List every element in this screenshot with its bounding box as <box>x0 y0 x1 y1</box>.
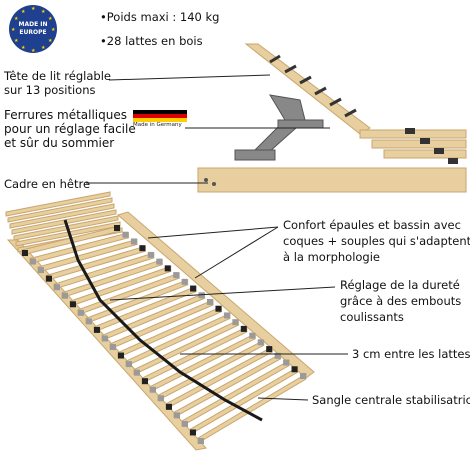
slat-end-cap <box>181 278 188 285</box>
slat-end-cap <box>291 366 298 373</box>
svg-text:★: ★ <box>48 16 53 22</box>
badge-line-2: EUROPE <box>19 29 47 36</box>
slat-end-cap <box>174 412 180 419</box>
slat-end-cap <box>86 318 92 325</box>
label-frame: Cadre en hêtre <box>4 177 91 191</box>
svg-text:★: ★ <box>21 45 26 51</box>
label-comfort-3: à la morphologie <box>283 250 380 264</box>
flag-caption: Made in Germany <box>133 122 182 128</box>
slat-end-cap <box>198 292 205 299</box>
label-comfort-1: Confort épaules et bassin avec <box>283 218 461 232</box>
made-in-europe-badge: ★★★ ★★★ ★★★ ★★★ MADE IN EUROPE <box>4 4 62 54</box>
slat-end-cap <box>62 292 68 299</box>
svg-text:★: ★ <box>48 38 53 44</box>
slat-end-cap <box>147 251 154 258</box>
svg-text:★: ★ <box>21 9 26 15</box>
slat-end-cap <box>232 319 239 326</box>
slat-end-cap <box>94 326 100 333</box>
slat-end-cap <box>134 369 140 376</box>
slat-end-cap <box>190 285 197 292</box>
svg-text:★: ★ <box>51 27 56 33</box>
slat-end-cap <box>142 378 148 385</box>
perspective-view <box>5 191 315 451</box>
label-slat-gap: 3 cm entre les lattes <box>352 347 470 361</box>
slat-end-cap <box>173 272 180 279</box>
slat-end-cap <box>38 267 44 274</box>
slat-end-cap <box>166 403 172 410</box>
head-slat <box>7 197 113 223</box>
slat-end-cap <box>54 284 60 291</box>
slat-end-cap <box>102 335 108 342</box>
svg-text:★: ★ <box>14 38 19 44</box>
slat-end-cap <box>110 344 116 350</box>
svg-text:★: ★ <box>41 45 46 51</box>
label-firmness-1: Réglage de la dureté <box>340 278 460 292</box>
head-slat <box>5 191 111 217</box>
headrest-caps <box>269 54 357 118</box>
slat-end-cap <box>139 245 146 252</box>
slat-end-cap <box>46 275 52 282</box>
label-strap: Sangle centrale stabilisatrice <box>312 393 470 407</box>
spec-slats: •28 lattes en bois <box>100 34 203 48</box>
label-fittings-3: et sûr du sommier <box>4 136 115 150</box>
callout-lines <box>86 74 348 401</box>
center-strap <box>63 219 263 422</box>
head-slat <box>9 203 115 229</box>
slat-end-cap <box>215 305 222 312</box>
slat-end-cap <box>257 339 264 346</box>
label-fittings-2: pour un réglage facile <box>4 122 136 136</box>
label-firmness-2: grâce à des embouts <box>340 294 462 308</box>
slat-end-cap <box>182 420 188 427</box>
label-headrest-2: sur 13 positions <box>4 83 96 97</box>
slat-end-cap <box>158 395 164 402</box>
badge-line-1: MADE IN <box>18 21 48 28</box>
head-slat <box>13 215 119 241</box>
slat-end-cap <box>283 359 290 366</box>
slat-end-cap <box>130 238 137 245</box>
slat-end-cap <box>164 265 171 272</box>
head-slats <box>5 191 123 253</box>
slat-end-cap <box>70 301 76 308</box>
svg-text:★: ★ <box>31 6 36 12</box>
slat-end-cap <box>118 352 124 359</box>
slat-end-cap <box>198 438 204 444</box>
made-in-germany-flag: Made in Germany <box>133 110 187 130</box>
svg-text:★: ★ <box>41 9 46 15</box>
slat-end-cap <box>300 373 306 379</box>
head-slat <box>11 209 117 235</box>
slat-end-cap <box>240 325 247 332</box>
slat-end-cap <box>150 386 156 393</box>
slat-end-cap <box>122 231 129 238</box>
svg-text:★: ★ <box>14 16 19 22</box>
slat-end-cap <box>156 258 163 265</box>
label-firmness-3: coulissants <box>340 310 404 324</box>
slat-end-cap <box>266 346 273 353</box>
spec-weight: •Poids maxi : 140 kg <box>100 10 220 24</box>
slat-end-cap <box>30 258 36 265</box>
slat-end-cap <box>114 225 120 231</box>
slat-end-cap <box>274 352 281 359</box>
slat-end-cap <box>223 312 230 319</box>
slat-end-cap <box>249 332 256 339</box>
side-view-frame <box>197 43 467 193</box>
svg-text:★: ★ <box>11 27 16 33</box>
label-headrest-1: Tête de lit réglable <box>4 69 111 83</box>
slat-end-cap <box>22 250 28 256</box>
label-fittings-1: Ferrures métalliques <box>4 108 127 122</box>
slat-end-cap <box>78 309 84 316</box>
slat-end-cap <box>190 429 196 436</box>
svg-text:★: ★ <box>31 48 36 54</box>
slat-end-cap <box>207 299 213 305</box>
label-comfort-2: coques + souples qui s'adaptent <box>283 234 470 248</box>
slat-end-cap <box>126 361 132 368</box>
